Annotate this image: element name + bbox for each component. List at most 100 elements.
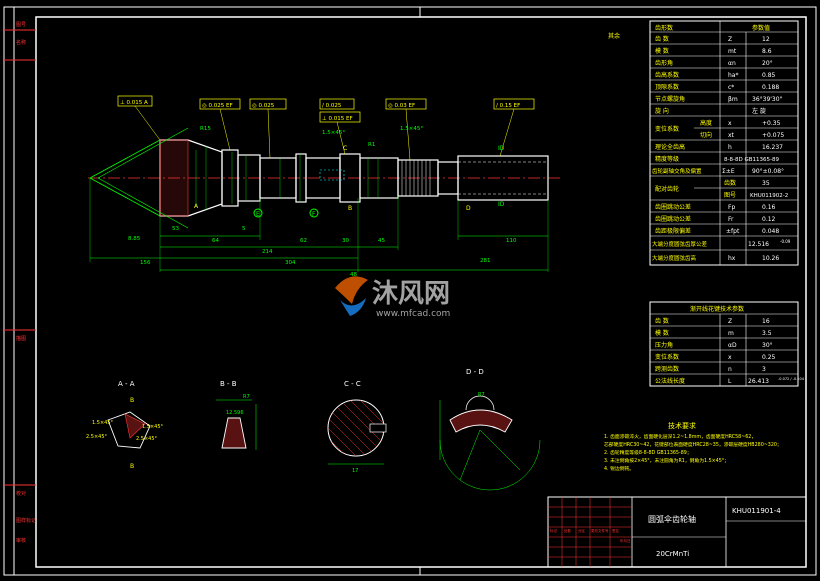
- watermark-logo-icon: [340, 298, 366, 316]
- section-c-marker: C: [343, 145, 347, 152]
- gear-table-cell: 精度等级: [655, 155, 679, 163]
- gear-table-cell: 理论全齿高: [655, 143, 685, 151]
- spline-table-cell: 齿 数: [655, 317, 669, 325]
- spline-table-cell: 3.5: [762, 330, 772, 337]
- gear-table-cell: 10.26: [762, 255, 779, 262]
- dim-text: 110: [506, 238, 517, 244]
- dim-text: 30: [342, 238, 349, 244]
- section-view-c: C - C 17: [327, 380, 387, 474]
- frame-label: 图号: [16, 22, 26, 28]
- gear-table-cell: 8.6: [762, 48, 772, 55]
- section-b-marker: B: [348, 205, 352, 212]
- section-b-dim: 12.596: [226, 410, 244, 416]
- datum-f-letter: F: [312, 211, 316, 218]
- gear-table-cell: 大端分度圆弦齿高: [652, 254, 697, 262]
- tolerance-frame-text: ◎ 0.025 EF: [202, 103, 233, 109]
- gear-table-cell: 36°39'30": [752, 96, 783, 103]
- gear-table-cell: +0.075: [762, 132, 784, 139]
- spline-table-cell: 跨测齿数: [655, 365, 679, 373]
- drawing-number: KHU011901-4: [732, 507, 781, 515]
- tolerance-frame-text: ⊥ 0.015 A: [120, 100, 148, 106]
- spline-table-cell: 26.413: [748, 378, 769, 385]
- leader-line: [267, 108, 271, 159]
- spline-table-cell: 30°: [762, 342, 773, 349]
- tolerance-frame-text: / 0.025: [322, 103, 342, 109]
- gear-table-cell: 0.12: [762, 216, 776, 223]
- tech-note-line: 4. 锐边倒钝。: [604, 465, 634, 472]
- title-block-small: 年月日: [620, 538, 631, 543]
- gear-table-cell: 变位系数: [655, 125, 679, 133]
- watermark-logo-icon: [335, 276, 368, 304]
- frame-label: 审核: [16, 537, 26, 544]
- section-a-profile: [107, 411, 151, 449]
- dim-text: 62: [300, 238, 307, 244]
- gear-table-cell: 切向: [700, 131, 712, 139]
- gear-table-cell: mt: [728, 48, 737, 55]
- dim-text: 53: [172, 226, 179, 232]
- gear-table-cell: 20°: [762, 60, 773, 67]
- section-label: C - C: [344, 380, 361, 388]
- gear-table-cell: -0.09: [780, 239, 791, 244]
- spline-parameter-table: 渐开线花键技术参数 齿 数 Z 16 模 数 m 3.5 压力角 αD 30° …: [649, 301, 805, 387]
- gear-table-cell: 齿高系数: [655, 71, 679, 79]
- tolerance-frame: [319, 98, 355, 110]
- gear-table-cell: 齿轮副轴交角及偏置: [652, 167, 702, 175]
- outer-frame: [3, 6, 817, 576]
- spline-table-cell: Z: [728, 318, 732, 325]
- spline-table-cell: x: [728, 354, 732, 361]
- gear-table-cell: 左 旋: [752, 107, 766, 115]
- title-block-small: 签名: [612, 528, 619, 533]
- section-b-dim: R7: [243, 394, 250, 400]
- spline-table-cell: 公法线长度: [655, 377, 685, 385]
- gear-table-cell: KHU011902-2: [750, 193, 788, 199]
- leader-line: [405, 108, 411, 161]
- spline-section: [457, 155, 549, 201]
- watermark-url: www.mfcad.com: [376, 309, 450, 319]
- section-a-marker: B: [130, 463, 134, 470]
- surface-note: 其余: [608, 32, 620, 40]
- section-a-dim: 1.5×45°: [142, 424, 164, 430]
- gear-table-cell: 模 数: [655, 47, 669, 55]
- section-label: A - A: [118, 380, 135, 388]
- gear-table-cell: 高度: [700, 119, 712, 127]
- pitch-cone-line: [89, 139, 161, 179]
- leader-line: [499, 108, 515, 157]
- gear-table-cell: 12.516: [748, 241, 769, 248]
- gear-teeth-hatch: [159, 139, 189, 217]
- section-d-leader: [459, 429, 481, 481]
- tech-note-line: 芯部硬度HRC30~42，花键部位表面硬度HRC28~35，渗碳层硬度HB280…: [604, 441, 782, 448]
- gear-table-cells: 齿 数 Z 12 模 数 mt 8.6 齿形角 αn 20° 齿高系数 ha* …: [652, 35, 791, 262]
- watermark-text: 沐风网: [372, 279, 450, 309]
- section-d-leader: [479, 429, 521, 471]
- gear-table-cell: 大端分度圆弦齿厚公差: [652, 240, 708, 248]
- dim-text: ID: [498, 145, 505, 152]
- tolerance-frame-text: ◎ 0.025: [252, 103, 275, 109]
- dim-text: 64: [212, 238, 219, 244]
- cone-angle-line: [97, 177, 189, 229]
- section-a-dim: 1.5×45°: [92, 420, 114, 426]
- dim-text: 304: [285, 260, 296, 266]
- gear-table-cell: βm: [728, 96, 738, 103]
- section-d-dim: R7: [478, 392, 485, 398]
- section-c-keyway: [369, 423, 387, 433]
- title-block-small: 标记: [550, 528, 558, 533]
- shaft-main-view: E F B C A D: [88, 127, 560, 229]
- gear-parameter-table: 齿形数 参数值 齿 数 Z 12 模 数 mt 8.6 齿形角 αn 20° 齿…: [649, 20, 799, 266]
- material: 20CrMnTi: [656, 550, 689, 558]
- tolerance-frame: [319, 111, 361, 123]
- section-d-tooth: [449, 409, 513, 433]
- gear-table-cell: 旋 向: [655, 107, 669, 115]
- spline-table-cell: 变位系数: [655, 353, 679, 361]
- spline-table-cell: 3: [762, 366, 766, 373]
- leader-line: [336, 121, 346, 155]
- datum-f-marker: [309, 208, 319, 218]
- tech-note-line: 1. 齿面渗碳淬火，齿面硬化层深1.2~1.8mm，齿面硬度HRC58~62，: [604, 433, 756, 440]
- dim-text: 8.85: [128, 236, 141, 242]
- spline-table-cell: n: [728, 366, 732, 373]
- gear-table-cell: x: [728, 120, 732, 127]
- dim-text: R1: [368, 142, 375, 148]
- tech-notes-title: 技术要求: [668, 421, 696, 430]
- title-block: 标记 处数 分区 更改文件号 签名 年月日 圆弧伞齿轮轴 20CrMnTi KH…: [547, 496, 807, 568]
- gear-table-cell: Fp: [728, 204, 735, 211]
- gear-table-cell: 35: [762, 180, 770, 187]
